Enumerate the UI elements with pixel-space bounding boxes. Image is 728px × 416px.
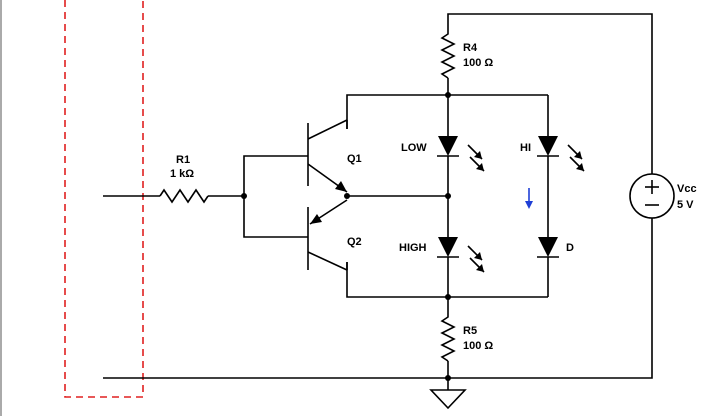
led-high[interactable]: HIGH — [399, 237, 485, 273]
r4-name: R4 — [463, 42, 478, 54]
junction-dots — [241, 92, 451, 381]
vcc-value: 5 V — [677, 199, 694, 211]
wires — [103, 13, 653, 390]
ground-icon[interactable] — [429, 389, 467, 410]
transistor-q2[interactable]: Q2 — [307, 199, 362, 271]
led-high-light-icon — [467, 245, 485, 273]
q2-name: Q2 — [347, 236, 362, 248]
r5-value: 100 Ω — [463, 340, 493, 352]
led-high-label: HIGH — [399, 242, 427, 254]
q1-name: Q1 — [347, 153, 362, 165]
resistor-r5[interactable]: R5 100 Ω — [440, 313, 493, 362]
selection-box[interactable] — [64, 0, 144, 398]
vcc-name: Vcc — [677, 183, 697, 195]
voltage-source-vcc[interactable]: Vcc 5 V — [629, 173, 697, 219]
diode-d[interactable]: D — [537, 237, 574, 258]
q1-emitter-arrow — [335, 181, 347, 192]
r1-name: R1 — [176, 154, 190, 166]
diode-d-label: D — [566, 242, 574, 254]
led-low-light-icon — [467, 144, 485, 172]
current-arrow-icon — [525, 188, 533, 209]
led-low-label: LOW — [401, 142, 427, 154]
transistor-q1[interactable]: Q1 — [307, 119, 362, 193]
r4-value: 100 Ω — [463, 57, 493, 69]
resistor-r4[interactable]: R4 100 Ω — [440, 30, 493, 79]
resistor-r1[interactable]: R1 1 kΩ — [159, 154, 209, 204]
led-low[interactable]: LOW — [401, 136, 485, 172]
led-hi[interactable]: HI — [520, 136, 585, 172]
led-hi-light-icon — [567, 144, 585, 172]
r1-value: 1 kΩ — [170, 168, 194, 180]
r5-name: R5 — [463, 325, 477, 337]
led-hi-label: HI — [520, 142, 531, 154]
q2-emitter-arrow — [310, 214, 322, 224]
